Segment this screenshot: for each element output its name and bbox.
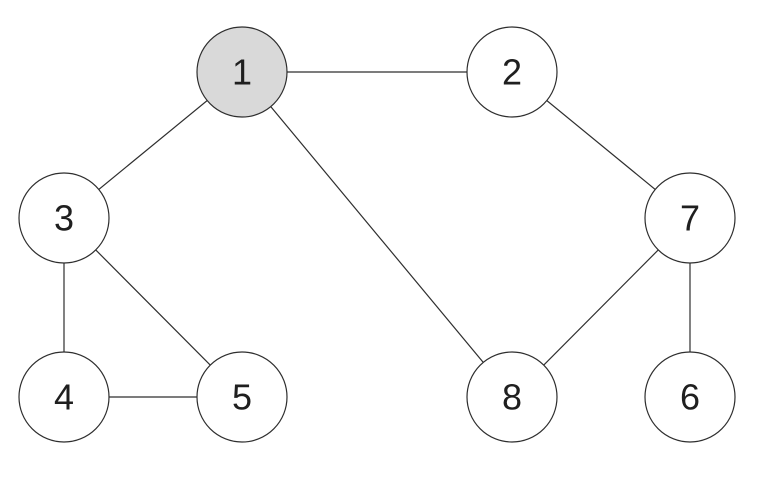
graph-node-6[interactable]: 6 — [644, 351, 736, 443]
graph-node-7[interactable]: 7 — [644, 172, 736, 264]
graph-node-1[interactable]: 1 — [196, 26, 288, 118]
graph-node-8[interactable]: 8 — [466, 351, 558, 443]
node-label-5: 5 — [232, 377, 252, 418]
node-circle-5[interactable] — [196, 351, 288, 443]
edge-1-8 — [241, 71, 513, 398]
node-circle-4[interactable] — [18, 351, 110, 443]
node-circle-3[interactable] — [18, 172, 110, 264]
graph-node-3[interactable]: 3 — [18, 172, 110, 264]
node-label-6: 6 — [680, 377, 700, 418]
node-label-1: 1 — [232, 52, 252, 93]
node-label-4: 4 — [54, 377, 74, 418]
node-circle-7[interactable] — [644, 172, 736, 264]
node-label-3: 3 — [54, 198, 74, 239]
graph-node-2[interactable]: 2 — [466, 26, 558, 118]
graph-node-5[interactable]: 5 — [196, 351, 288, 443]
graph-node-4[interactable]: 4 — [18, 351, 110, 443]
node-label-2: 2 — [502, 52, 522, 93]
node-circle-6[interactable] — [644, 351, 736, 443]
node-label-7: 7 — [680, 198, 700, 239]
node-circle-1[interactable] — [196, 26, 288, 118]
node-label-8: 8 — [502, 377, 522, 418]
node-circle-2[interactable] — [466, 26, 558, 118]
node-circle-8[interactable] — [466, 351, 558, 443]
